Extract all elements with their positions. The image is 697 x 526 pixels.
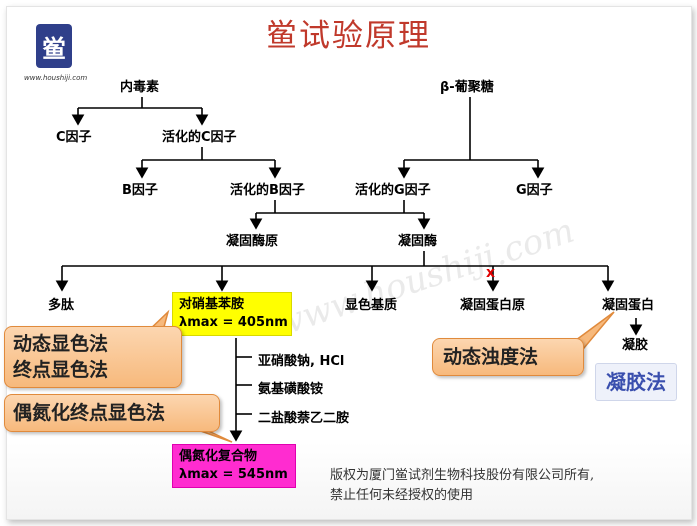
slide-background: [6, 6, 692, 520]
method-endpoint-chromogenic: 终点显色法: [13, 359, 109, 381]
logo-url: www.houshiji.com: [24, 74, 88, 82]
callout-azo-method: 偶氮化终点显色法: [4, 394, 220, 432]
node-activated-g: 活化的G因子: [355, 183, 431, 198]
node-gel: 凝胶: [622, 338, 649, 353]
copyright-line-2: 禁止任何未经授权的使用: [330, 488, 474, 503]
copyright-line-1: 版权为厦门鲎试剂生物科技股份有限公司所有,: [330, 468, 595, 483]
azo-name: 偶氮化复合物: [179, 449, 258, 464]
node-factor-c: C因子: [56, 130, 92, 145]
callout-turbidimetric-method: 动态浊度法: [432, 338, 584, 376]
azo-box: 偶氮化复合物 λmax = 545nm: [172, 444, 296, 488]
callout-chromogenic-methods: 动态显色法 终点显色法: [4, 326, 182, 388]
node-activated-b: 活化的B因子: [230, 183, 305, 198]
method-kinetic-turbidimetric: 动态浊度法: [443, 346, 539, 368]
node-activated-c: 活化的C因子: [162, 130, 237, 145]
azo-lambda: λmax = 545nm: [179, 467, 288, 482]
pna-box: 对硝基苯胺 λmax = 405nm: [172, 292, 292, 336]
node-coagulin: 凝固蛋白: [602, 298, 655, 313]
company-logo: 鲎 www.houshiji.com: [10, 10, 87, 82]
method-kinetic-chromogenic: 动态显色法: [13, 333, 109, 355]
pna-lambda: λmax = 405nm: [179, 315, 288, 330]
method-azo-endpoint: 偶氮化终点显色法: [13, 402, 166, 424]
node-clotting-enzyme: 凝固酶: [398, 234, 438, 249]
copyright-notice: 版权为厦门鲎试剂生物科技股份有限公司所有, 禁止任何未经授权的使用: [330, 466, 594, 506]
page-title: 鲎试验原理: [266, 18, 431, 54]
block-mark-icon: x: [486, 265, 496, 281]
node-proclotting-enzyme: 凝固酶原: [226, 234, 279, 249]
node-endotoxin: 内毒素: [120, 80, 160, 95]
node-glucan: β-葡聚糖: [440, 80, 494, 95]
node-factor-g: G因子: [516, 183, 553, 198]
node-chromogenic-substrate: 显色基质: [345, 298, 398, 313]
reagent-naphthylethylenediamine: 二盐酸萘乙二胺: [258, 411, 350, 426]
node-factor-b: B因子: [122, 183, 158, 198]
method-gel-clot: 凝胶法: [595, 363, 677, 401]
node-coagulogen: 凝固蛋白原: [460, 298, 526, 313]
logo-seal: 鲎: [36, 24, 72, 68]
pna-name: 对硝基苯胺: [179, 297, 245, 312]
reagent-nitrite: 亚硝酸钠, HCl: [258, 354, 345, 369]
reagent-sulfamate: 氨基磺酸铵: [258, 382, 324, 397]
node-peptide: 多肽: [48, 298, 75, 313]
